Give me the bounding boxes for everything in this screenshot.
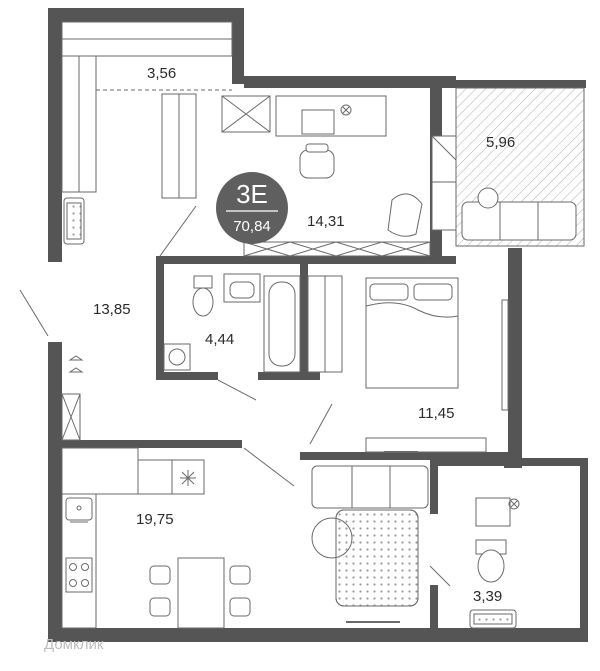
balcony bbox=[431, 87, 585, 247]
area-labels: 3,56 5,96 14,31 13,85 4,44 11,45 19,75 3… bbox=[93, 65, 515, 605]
kitchen-living bbox=[61, 447, 451, 629]
walls bbox=[48, 8, 588, 642]
area-label-bathroom: 4,44 bbox=[205, 331, 234, 348]
bathroom bbox=[163, 273, 301, 401]
area-label-kitchen-living: 19,75 bbox=[136, 511, 174, 528]
apartment-badge: 3Е 70,84 bbox=[216, 172, 288, 244]
area-label-hall-upper: 3,56 bbox=[147, 65, 176, 82]
area-label-bedroom: 11,45 bbox=[418, 405, 454, 422]
area-label-corridor: 13,85 bbox=[93, 301, 131, 318]
study-room bbox=[159, 93, 431, 257]
toilet-room bbox=[469, 497, 520, 629]
area-label-balcony: 5,96 bbox=[486, 134, 515, 151]
badge-circle bbox=[216, 172, 288, 244]
apartment-type-code: 3Е bbox=[236, 179, 268, 209]
area-label-study: 14,31 bbox=[307, 213, 345, 230]
hall-upper bbox=[61, 21, 233, 245]
area-label-toilet: 3,39 bbox=[473, 588, 502, 605]
apartment-total-area: 70,84 bbox=[233, 218, 271, 235]
corridor bbox=[19, 289, 84, 441]
bedroom bbox=[307, 275, 509, 453]
watermark: Домклик bbox=[44, 636, 104, 653]
